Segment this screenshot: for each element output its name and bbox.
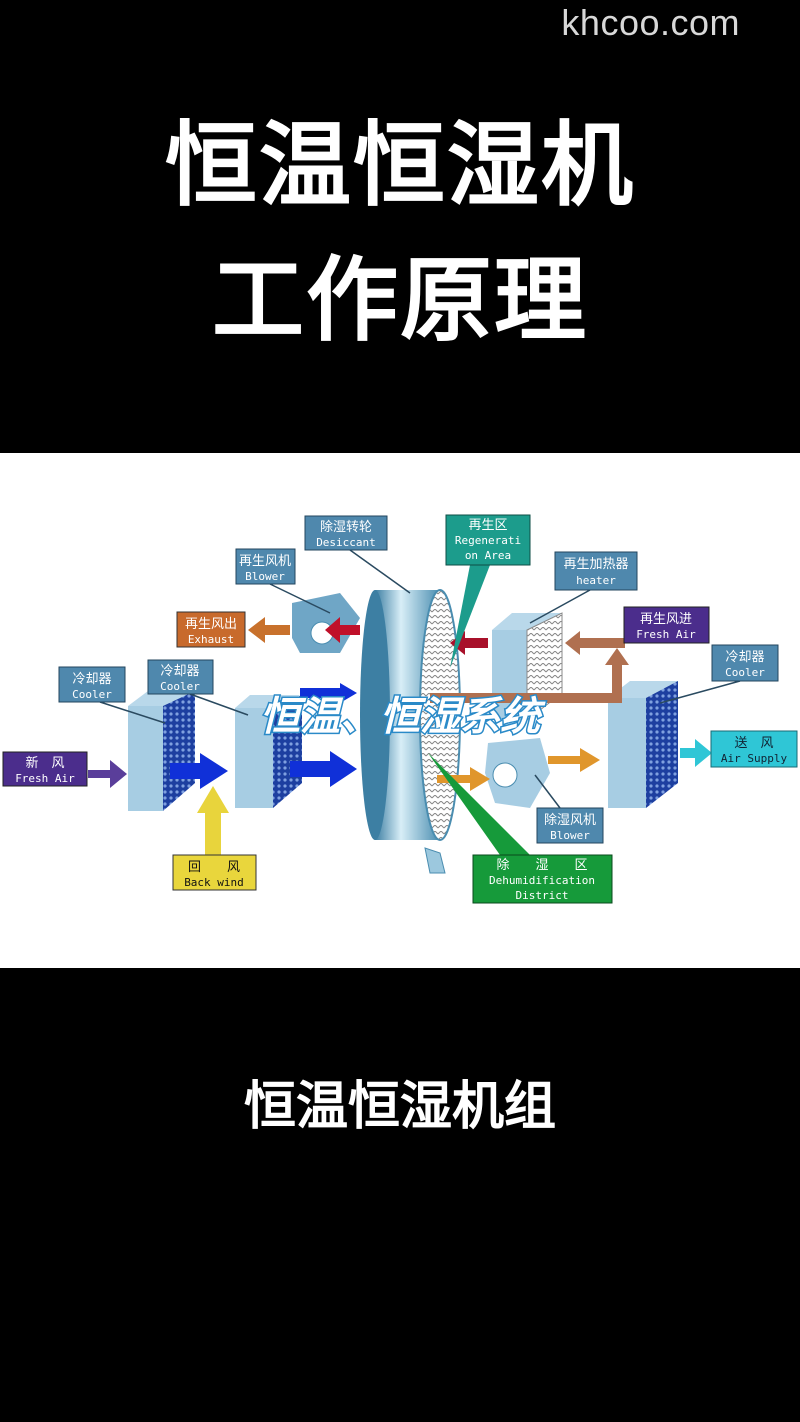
label-en: Cooler [72,688,112,701]
label-en: Exhaust [188,633,234,646]
label-zh: 冷却器 [160,664,199,679]
regen-blower-unit [292,593,360,653]
label-en: Cooler [160,680,200,693]
label-en: Cooler [725,666,765,679]
cooler-unit-3 [608,681,678,808]
label-fresh-air: 新 风 Fresh Air [2,751,88,787]
title-line-2: 工作原理 [211,247,588,354]
label-dehum-blower: 除湿风机 Blower [536,807,604,844]
label-regen-area: 再生区 Regenerati on Area [445,514,531,566]
label-air-supply: 送 风 Air Supply [710,730,798,768]
label-zh: 冷却器 [72,672,111,687]
label-back-wind: 回 风 Back wind [172,854,257,891]
flow-arrows [88,617,712,855]
label-en: heater [576,574,616,587]
label-cooler-2: 冷却器 Cooler [147,659,214,695]
label-regen-fresh-air: 再生风进 Fresh Air [623,606,710,644]
label-en: Blower [245,570,285,583]
label-zh: 再生风机 [239,554,291,569]
label-zh: 冷却器 [725,650,764,665]
label-en: District [516,889,569,902]
label-en: on Area [465,549,511,562]
label-en: Fresh Air [636,628,696,641]
label-zh: 再生风出 [185,617,237,632]
callout-lines [99,549,741,809]
label-zh: 除 湿 区 [496,858,587,873]
cooler-unit-1 [128,691,195,811]
label-cooler-1: 冷却器 Cooler [58,666,126,703]
label-en: Regenerati [455,534,521,547]
label-en: Blower [550,829,590,842]
label-exhaust: 再生风出 Exhaust [176,611,246,648]
label-cooler-3: 冷却器 Cooler [711,644,779,682]
watermark: khcoo.com [561,2,740,43]
cooler-unit-2 [235,695,302,808]
label-zh: 除湿转轮 [320,520,372,535]
label-zh: 再生加热器 [563,557,628,572]
label-zh: 除湿风机 [544,813,596,828]
label-regen-blower: 再生风机 Blower [235,548,296,585]
title-line-1: 恒温恒湿机 [164,112,635,219]
dehum-blower-unit [485,738,550,808]
diagram-overlay-title: 恒温、恒湿系统 [260,694,546,740]
label-zh: 再生风进 [640,612,692,627]
diagram-panel: 除湿转轮 Desiccant 再生风机 Blower 再生风出 Exhaust … [0,453,800,968]
label-heater: 再生加热器 heater [554,551,638,591]
dehum-district-pointer [428,753,530,855]
label-dehum-district: 除 湿 区 Dehumidification District [472,854,613,904]
regen-area-pointer [450,565,490,668]
label-zh: 再生区 [468,518,507,533]
label-en: Back wind [184,876,244,889]
label-zh: 新 风 [25,755,64,771]
label-zh: 回 风 [188,860,240,875]
label-en: Air Supply [721,752,788,765]
label-en: Desiccant [316,536,376,549]
label-desiccant: 除湿转轮 Desiccant [304,515,388,551]
system-diagram: 除湿转轮 Desiccant 再生风机 Blower 再生风出 Exhaust … [2,514,798,904]
label-en: Fresh Air [15,772,75,785]
label-en: Dehumidification [489,874,595,887]
label-zh: 送 风 [734,736,773,751]
caption: 恒温恒湿机组 [243,1077,556,1137]
